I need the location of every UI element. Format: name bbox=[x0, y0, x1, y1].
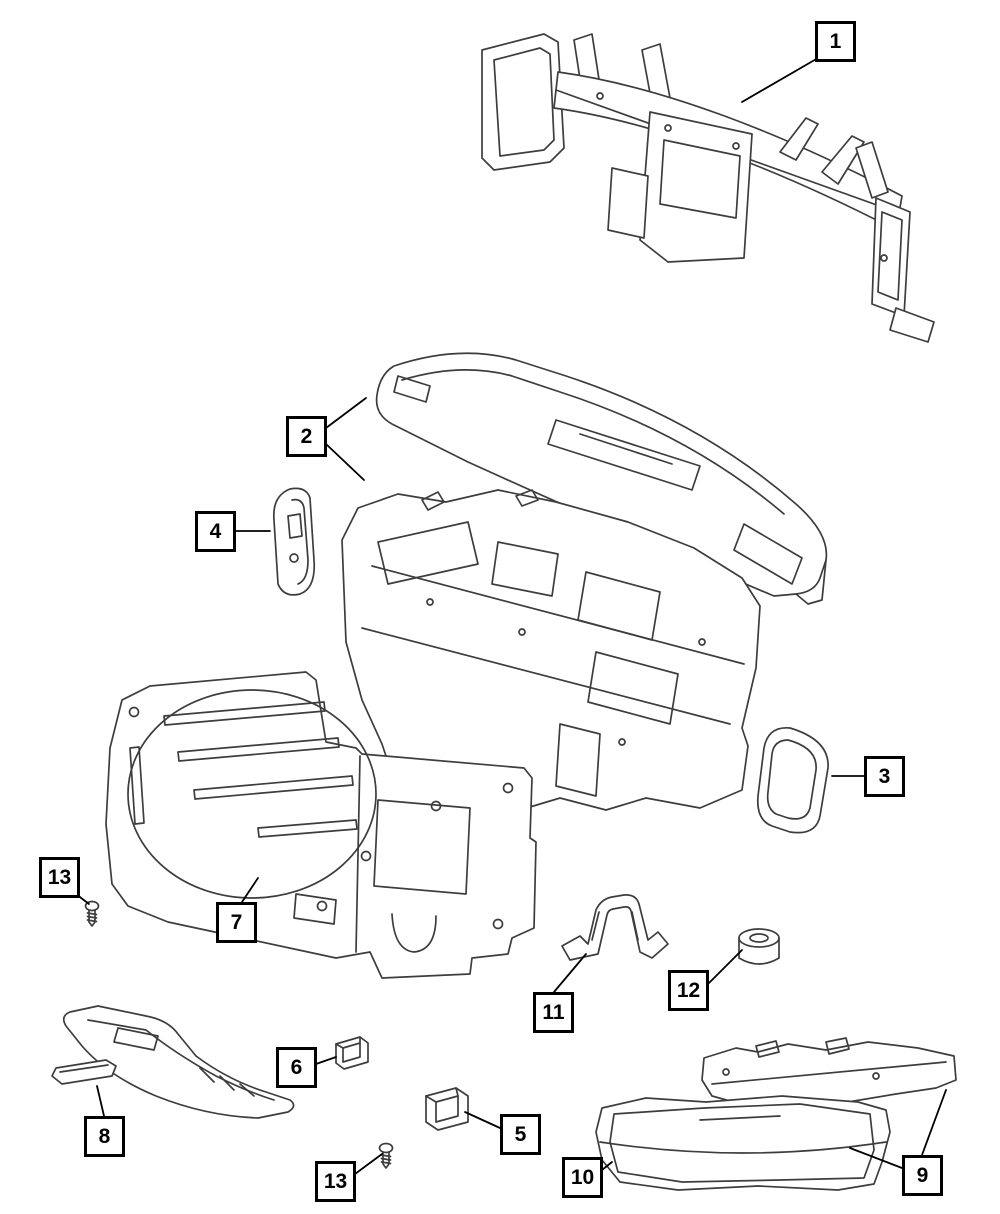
callout-3[interactable]: 3 bbox=[864, 756, 905, 797]
part-9-glove-box bbox=[595, 1037, 957, 1191]
callout-2[interactable]: 2 bbox=[286, 416, 327, 457]
part-11-support-bracket bbox=[561, 894, 669, 961]
callout-6[interactable]: 6 bbox=[276, 1047, 317, 1088]
part-13-screw-lower bbox=[378, 1142, 394, 1169]
callout-13-b[interactable]: 13 bbox=[315, 1161, 356, 1202]
part-6-clip bbox=[335, 1036, 369, 1070]
part-13-screw-upper bbox=[84, 900, 100, 927]
part-3-end-cap-right bbox=[756, 727, 829, 834]
part-2-retainer-panel bbox=[341, 489, 761, 811]
callout-8[interactable]: 8 bbox=[84, 1116, 125, 1157]
part-1-crossmember-frame bbox=[481, 33, 935, 343]
callout-9[interactable]: 9 bbox=[902, 1155, 943, 1196]
part-5-vent-bezel bbox=[425, 1087, 469, 1131]
callout-4[interactable]: 4 bbox=[195, 511, 236, 552]
callout-12[interactable]: 12 bbox=[668, 970, 709, 1011]
part-8-lower-trim-panel bbox=[51, 1005, 295, 1119]
part-2-top-cover bbox=[375, 352, 828, 605]
callout-7[interactable]: 7 bbox=[216, 902, 257, 943]
callout-10[interactable]: 10 bbox=[562, 1157, 603, 1198]
part-7-insulator-panel bbox=[105, 671, 537, 979]
callout-5[interactable]: 5 bbox=[500, 1114, 541, 1155]
callout-13-a[interactable]: 13 bbox=[39, 857, 80, 898]
callout-1[interactable]: 1 bbox=[815, 21, 856, 62]
part-12-grommet bbox=[738, 928, 780, 965]
callout-11[interactable]: 11 bbox=[533, 992, 574, 1033]
part-4-end-cap-left bbox=[272, 487, 316, 596]
